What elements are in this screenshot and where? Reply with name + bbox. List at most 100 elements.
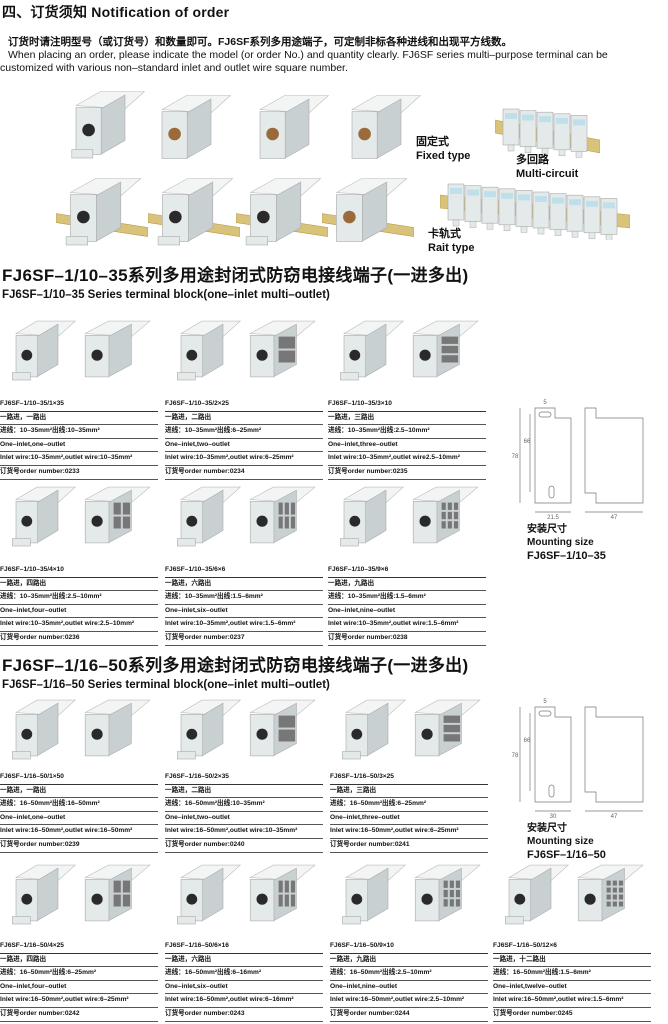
card-cn-type: 一路进，三路出 [330,785,488,799]
card-en-wire: Inlet wire:16–50mm²,outlet wire:2.5–10mm… [330,994,488,1008]
card-en-wire: Inlet wire:10–35mm²,outlet wire2.5–10mm² [328,452,486,466]
card-en-type: One–inlet,six–outlet [165,605,323,619]
card-cn-wire: 进线：16–50mm²出线:1.5–6mm² [493,967,651,981]
mounting-model: FJ6SF–1/16–50 [527,849,606,861]
card-cn-wire: 进线：10–35mm²出线:2.5–10mm² [328,425,486,439]
mounting-model: FJ6SF–1/10–35 [527,550,606,562]
card-en-wire: Inlet wire:16–50mm²,outlet wire:16–50mm² [0,825,158,839]
fixed-type-terminal-image [258,95,330,160]
card-cn-wire: 进线：10–35mm²出线:2.5–10mm² [0,591,158,605]
terminal-outlet-image [249,320,316,378]
terminal-front-image [505,864,570,925]
card-cn-type: 一路进，九路出 [328,578,486,592]
card-order: 订货号order number:0235 [328,466,486,480]
card-en-type: One–inlet,nine–outlet [328,605,486,619]
card-cn-type: 一路进，六路出 [165,954,323,968]
card-en-type: One–inlet,one–outlet [0,812,158,826]
card-order: 订货号order number:0242 [0,1008,158,1022]
rail-type-en: Rait type [428,242,475,254]
card-order: 订货号order number:0234 [165,466,323,480]
terminal-front-image [177,864,242,925]
card-cn-type: 一路进，二路出 [165,412,323,426]
dimension-label: 5 [543,699,547,705]
mounting-cn: 安装尺寸 [527,823,567,834]
multi-circuit-label: 多回路 Multi-circuit [516,153,578,181]
card-model: FJ6SF–1/16–50/2×35 [165,771,323,785]
terminal-front-image [342,699,407,760]
card-en-wire: Inlet wire:10–35mm²,outlet wire:1.5–6mm² [328,618,486,632]
mounting-cn: 安装尺寸 [527,524,567,535]
dimension-label: 30 [550,814,557,820]
terminal-front-image [12,864,77,925]
card-order: 订货号order number:0233 [0,466,158,480]
fixed-type-terminal-image [160,95,232,160]
fixed-type-en: Fixed type [416,150,471,162]
card-en-wire: Inlet wire:10–35mm²,outlet wire:6–25mm² [165,452,323,466]
card-en-wire: Inlet wire:16–50mm²,outlet wire:6–25mm² [0,994,158,1008]
terminal-outlet-image [412,320,479,378]
card-en-wire: Inlet wire:16–50mm²,outlet wire:1.5–6mm² [493,994,651,1008]
card-model: FJ6SF–1/16–50/3×25 [330,771,488,785]
dimension-label: 47 [611,515,618,521]
terminal-outlet-image [412,486,479,544]
card-en-type: One–inlet,three–outlet [328,439,486,453]
card-en-type: One–inlet,four–outlet [0,981,158,995]
dimension-label: 66 [524,738,531,744]
card-en-wire: Inlet wire:16–50mm²,outlet wire:10–35mm² [165,825,323,839]
card-cn-type: 一路进，六路出 [165,578,323,592]
fixed-type-terminal-image [71,91,146,159]
multi-circuit-cn: 多回路 [516,154,549,166]
card-en-wire: Inlet wire:10–35mm²,outlet wire:10–35mm² [0,452,158,466]
card-model: FJ6SF–1/16–50/6×16 [165,940,323,954]
section-1-subtitle: FJ6SF–1/10–35 Series terminal block(one–… [2,289,330,301]
dimension-label: 5 [543,400,547,406]
card-cn-wire: 进线：16–50mm²出线:10–35mm² [165,798,323,812]
terminal-front-image [12,486,77,547]
dimension-label: 47 [611,814,618,820]
terminal-outlet-image [84,486,151,544]
dimension-label: 78 [512,753,519,759]
card-model: FJ6SF–1/10–35/9×6 [328,564,486,578]
card-model: FJ6SF–1/16–50/9×10 [330,940,488,954]
terminal-outlet-image [249,699,316,757]
terminal-front-image [177,699,242,760]
rail-type-terminal-image [56,178,148,246]
card-cn-wire: 进线：10–35mm²出线:6–25mm² [165,425,323,439]
card-model: FJ6SF–1/16–50/4×25 [0,940,158,954]
section-2-subtitle: FJ6SF–1/16–50 Series terminal block(one–… [2,679,330,691]
card-cn-type: 一路进，三路出 [328,412,486,426]
terminal-outlet-image [84,699,151,757]
mounting-en: Mounting size [527,537,594,548]
terminal-outlet-image [414,699,481,757]
multi-circuit-5-image [495,108,600,158]
terminal-front-image [12,320,77,381]
fixed-type-terminal-image [350,95,422,160]
card-cn-wire: 进线：16–50mm²出线:6–16mm² [165,967,323,981]
notice-cn: 订货时请注明型号（或订货号）和数量即可。FJ6SF系列多用途端子，可定制非标各种… [8,36,513,48]
terminal-outlet-image [414,864,481,922]
fixed-type-label: 固定式 Fixed type [416,135,470,163]
terminal-outlet-image [84,864,151,922]
card-en-type: One–inlet,one–outlet [0,439,158,453]
mounting-drawing: 78 66 30 47 5 [512,699,644,820]
rail-type-terminal-image [148,178,240,246]
card-en-type: One–inlet,three–outlet [330,812,488,826]
card-cn-type: 一路进，四路出 [0,578,158,592]
card-cn-type: 一路进，九路出 [330,954,488,968]
terminal-outlet-image [249,864,316,922]
card-model: FJ6SF–1/10–35/4×10 [0,564,158,578]
notice-en-1: When placing an order, please indicate t… [8,49,608,61]
terminal-front-image [177,486,242,547]
card-order: 订货号order number:0241 [330,839,488,853]
card-cn-type: 一路进，四路出 [0,954,158,968]
